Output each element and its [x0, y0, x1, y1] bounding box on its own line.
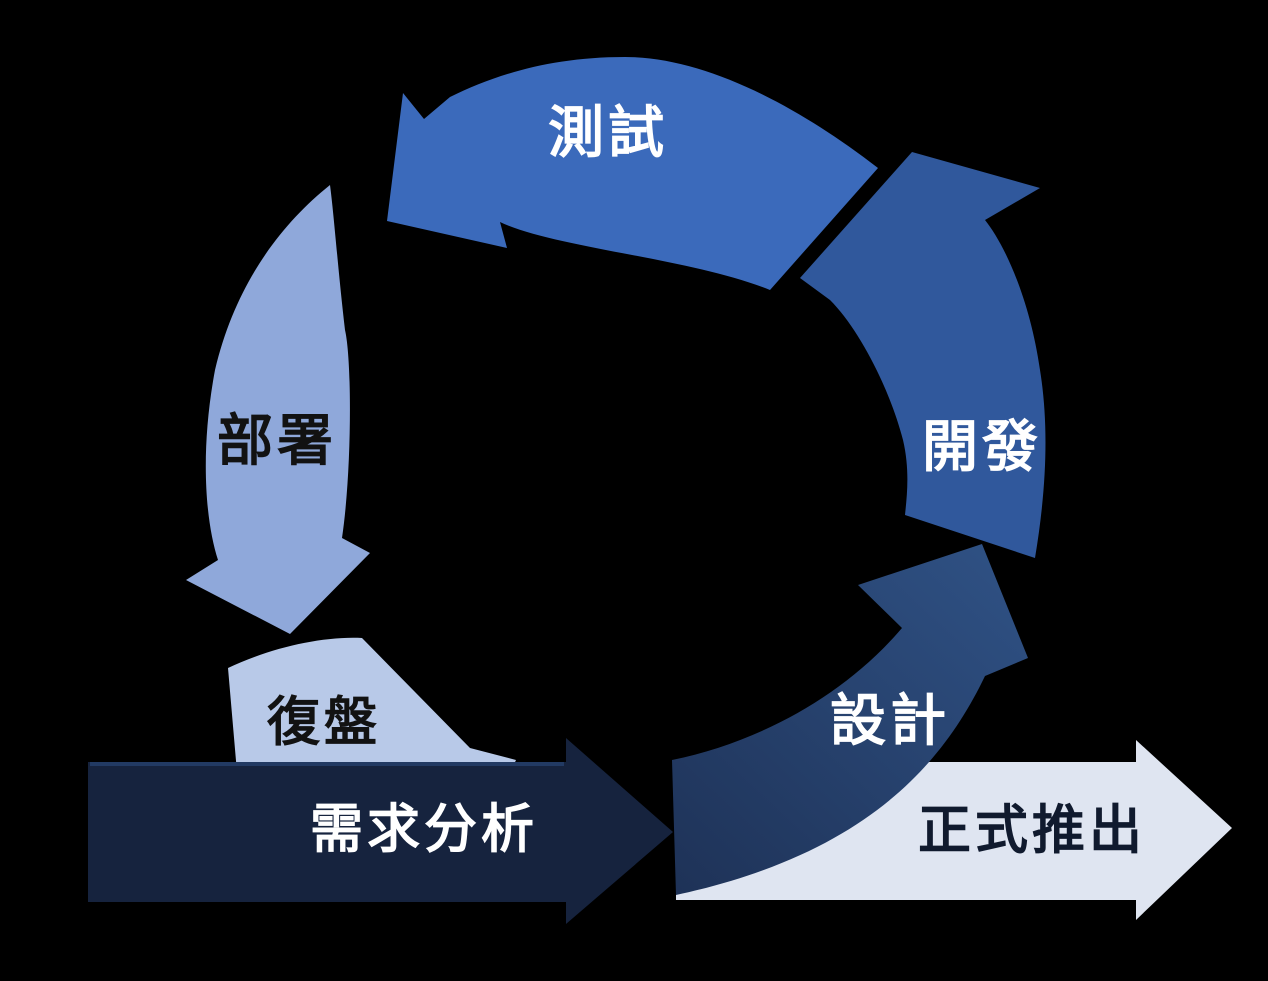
requirements-arrow [88, 738, 673, 924]
design-arc [672, 544, 1028, 895]
testing-label: 測試 [548, 101, 668, 164]
launch-label: 正式推出 [918, 801, 1146, 860]
development-label: 開發 [922, 415, 1042, 478]
deployment-label: 部署 [217, 409, 337, 472]
testing-arc [387, 57, 878, 290]
deployment-arc [186, 185, 370, 634]
requirements-label: 需求分析 [310, 800, 538, 859]
development-arc [800, 152, 1046, 558]
design-label: 設計 [830, 689, 950, 752]
review-arc [228, 637, 516, 784]
review-label: 復盤 [266, 693, 381, 752]
